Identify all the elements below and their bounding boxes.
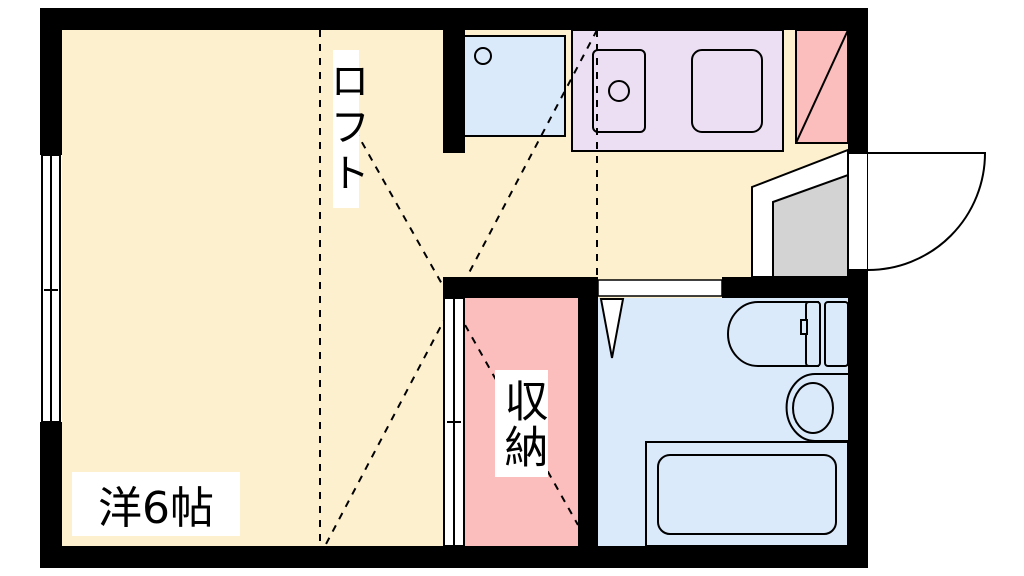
loft-label: ロフト: [323, 50, 369, 208]
bathroom-door[interactable]: [597, 279, 723, 297]
bathtub: [645, 441, 849, 547]
entrance-door[interactable]: [847, 152, 987, 271]
toilet: [727, 301, 849, 367]
closet-doors: [443, 297, 465, 547]
folding-door-icon: [599, 298, 625, 359]
wash-basin: [785, 373, 848, 442]
stove: [592, 49, 646, 133]
walls: [40, 8, 868, 568]
burner-icon: [608, 80, 630, 102]
drain-icon: [474, 47, 492, 65]
washer-space: [462, 35, 566, 137]
western-room-label: 洋6帖: [72, 472, 240, 536]
storage-label: 収納: [495, 370, 548, 477]
kitchen-sink: [691, 49, 763, 133]
window: [41, 154, 61, 423]
